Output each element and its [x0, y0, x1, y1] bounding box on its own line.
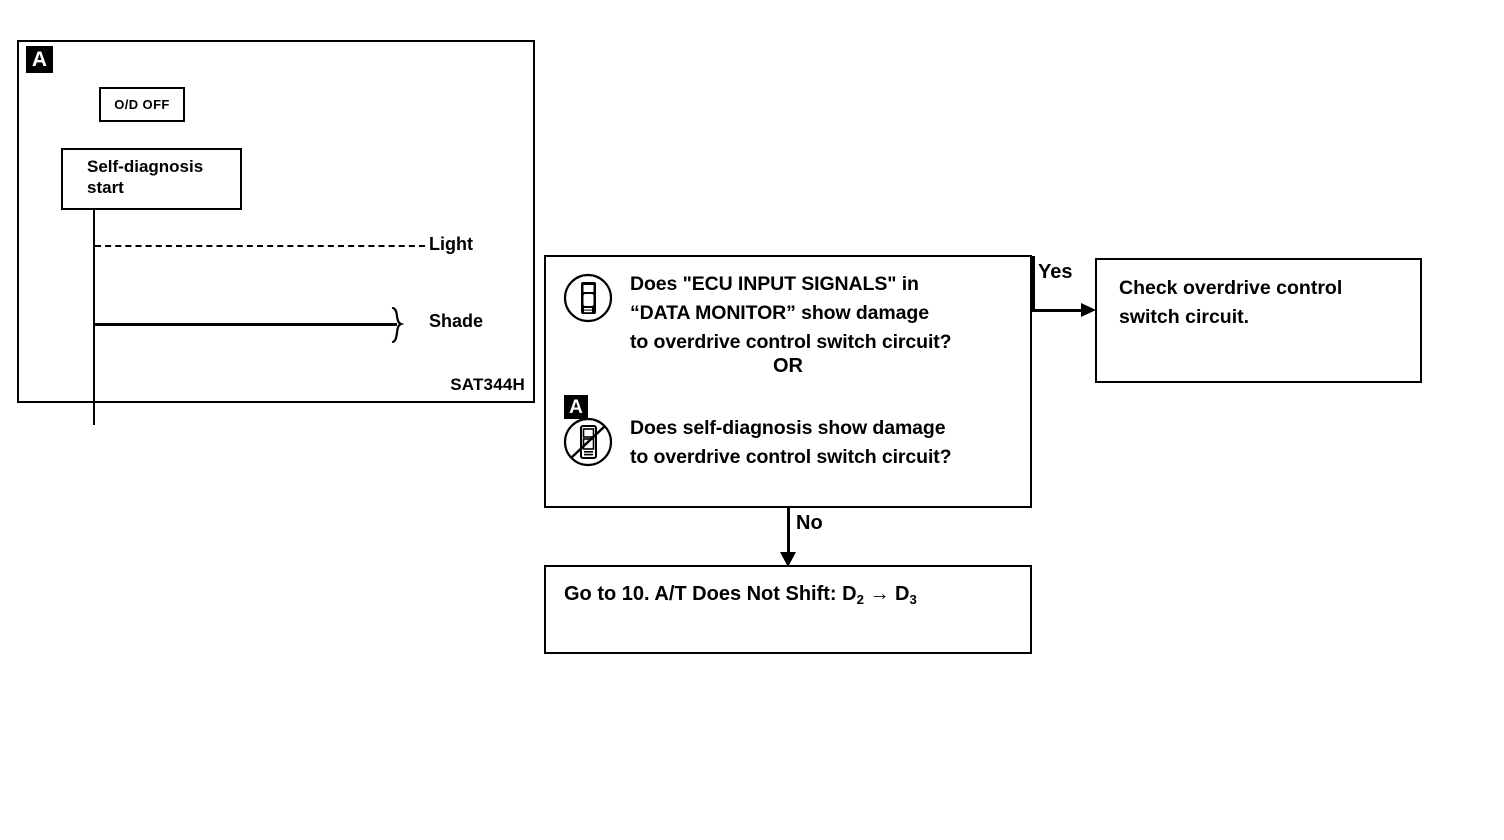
goto-sub-2: 3 — [909, 591, 917, 607]
question-row-self-diagnosis: Does self-diagnosis show damage to overd… — [546, 372, 1030, 472]
illustration-panel: A O/D OFF Self-diagnosis start Light Sha… — [17, 40, 535, 425]
yes-connector-line — [1032, 309, 1084, 312]
yes-branch-label: Yes — [1038, 261, 1073, 283]
yes-branch-vertical-stub — [1032, 256, 1035, 312]
question-2-line-1: Does self-diagnosis show damage — [630, 417, 946, 439]
question-1-text: Does "ECU INPUT SIGNALS" in “DATA MONITO… — [630, 270, 959, 357]
no-connector-arrowhead-icon — [780, 552, 796, 567]
question-2-line-2: to overdrive control switch circuit? — [630, 445, 952, 468]
consult-tool-icon — [563, 273, 613, 323]
self-diagnosis-line-2: start — [87, 178, 124, 198]
od-off-indicator-box: O/D OFF — [99, 87, 185, 122]
or-divider: OR — [546, 356, 1030, 376]
figure-code: SAT344H — [450, 375, 525, 394]
panel-reference-badge-a: A — [26, 46, 53, 73]
yes-connector-arrowhead-icon — [1081, 303, 1096, 317]
shade-signal-solid-line — [95, 323, 397, 326]
result-line-2: switch circuit. — [1119, 306, 1250, 329]
self-diagnosis-line-1: Self-diagnosis — [87, 157, 204, 176]
od-off-label: O/D OFF — [114, 97, 170, 112]
timeline-axis-line — [93, 210, 95, 425]
consult-tool-icon-cell — [546, 270, 630, 324]
brace-tick-icon — [391, 307, 405, 343]
question-1-line-2: “DATA MONITOR” show damage — [630, 301, 929, 324]
question-2-text: Does self-diagnosis show damage to overd… — [630, 414, 959, 472]
goto-box-at-does-not-shift: Go to 10. A/T Does Not Shift: D2 → D3 — [544, 565, 1032, 654]
goto-sub-1: 2 — [856, 591, 864, 607]
result-line-1: Check overdrive control — [1119, 277, 1343, 299]
light-signal-dashed-line — [95, 245, 425, 247]
no-connector-line — [787, 507, 790, 557]
light-label: Light — [429, 234, 473, 254]
shade-label: Shade — [429, 311, 484, 331]
goto-prefix: Go to 10. A/T Does Not Shift: D — [564, 583, 857, 605]
question-1-line-1: Does "ECU INPUT SIGNALS" in — [630, 273, 919, 295]
or-label: OR — [546, 356, 1030, 376]
result-box-check-overdrive-switch: Check overdrive control switch circuit. — [1095, 258, 1422, 383]
no-branch-label: No — [796, 512, 823, 534]
goto-arrow: → D — [863, 583, 910, 605]
self-diagnosis-start-box: Self-diagnosis start — [61, 148, 242, 210]
question-row-consult: Does "ECU INPUT SIGNALS" in “DATA MONITO… — [546, 257, 1030, 370]
question-box: Does "ECU INPUT SIGNALS" in “DATA MONITO… — [544, 255, 1032, 508]
no-consult-tool-icon-cell — [546, 414, 630, 468]
no-consult-tool-icon — [563, 417, 613, 467]
question-1-line-3: to overdrive control switch circuit? — [630, 330, 952, 353]
question-reference-badge-a: A — [564, 395, 588, 419]
